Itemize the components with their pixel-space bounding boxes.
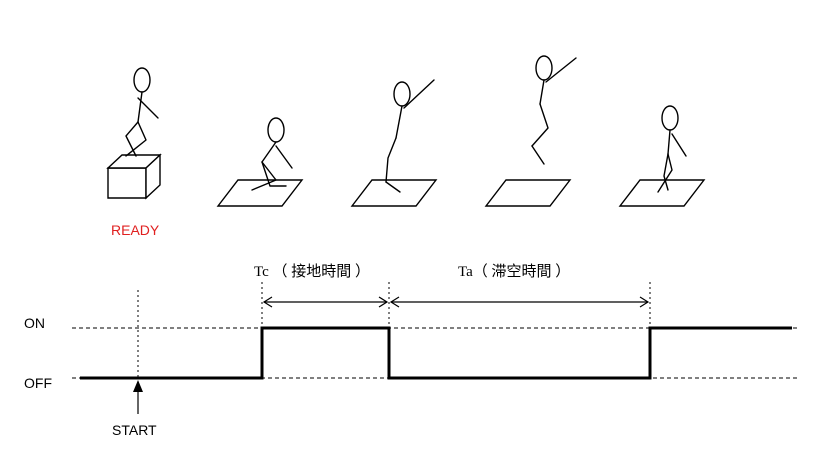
torso	[395, 105, 403, 139]
arm	[275, 145, 293, 169]
box	[106, 153, 162, 200]
arm	[545, 57, 577, 83]
leg	[385, 137, 397, 183]
on-label: ON	[24, 315, 45, 331]
start-label: START	[112, 422, 157, 438]
ta-label: Ta（ 滞空時間 ）	[458, 263, 570, 280]
force-plate	[350, 179, 438, 207]
torso	[667, 129, 671, 155]
leg	[251, 161, 277, 191]
contact-signal-waveform	[80, 326, 792, 380]
start-arrow	[133, 380, 143, 414]
ta-arrow	[389, 296, 650, 308]
leg-back	[125, 121, 139, 157]
arm	[671, 133, 687, 157]
head	[267, 117, 285, 143]
off-label: OFF	[24, 375, 52, 391]
ready-label: READY	[111, 222, 160, 238]
force-plate	[618, 179, 706, 207]
figure-takeoff	[350, 79, 438, 207]
foot	[531, 145, 545, 165]
foot	[385, 181, 401, 193]
leg-front	[125, 121, 147, 157]
head	[393, 81, 411, 107]
leg2	[657, 153, 673, 193]
leg	[531, 103, 549, 147]
head	[661, 105, 679, 131]
head	[535, 55, 553, 81]
arm	[403, 79, 435, 109]
figure-flight	[484, 55, 577, 207]
arm	[137, 97, 159, 119]
force-plate	[216, 179, 304, 207]
figure-landing	[618, 105, 706, 207]
torso	[539, 79, 545, 105]
head	[133, 67, 151, 93]
figure-ready-on-box	[106, 67, 162, 200]
tc-arrow	[262, 296, 389, 308]
figure-crouch	[216, 117, 304, 207]
tc-label: Tc （ 接地時間 ）	[254, 263, 370, 280]
leg2	[261, 161, 287, 187]
torso	[137, 91, 143, 123]
force-plate	[484, 179, 572, 207]
torso	[261, 141, 277, 163]
leg	[663, 153, 669, 191]
